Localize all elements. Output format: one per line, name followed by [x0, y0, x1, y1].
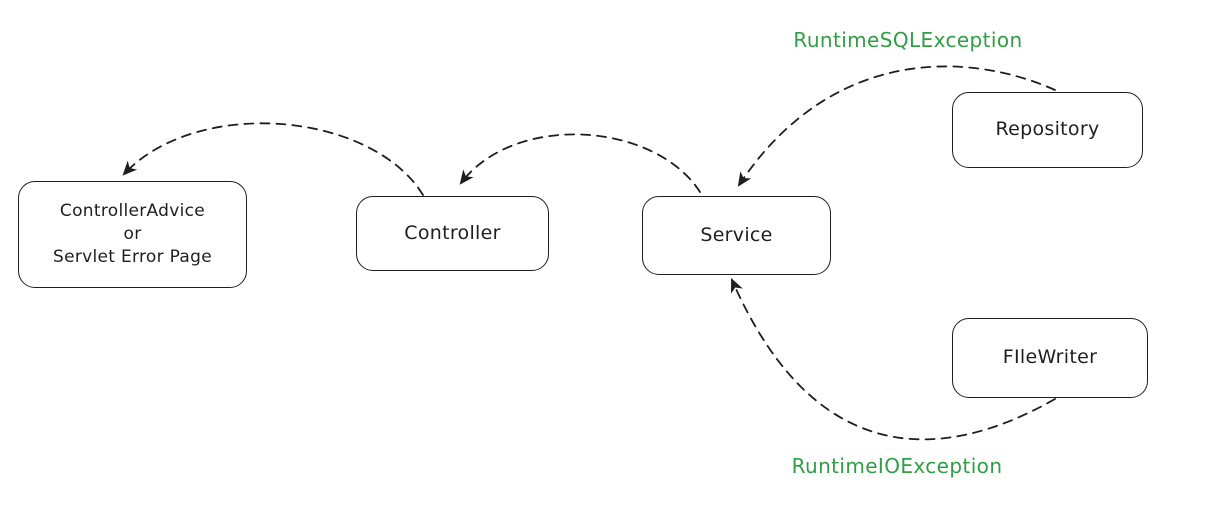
node-label: Repository [995, 118, 1100, 141]
arrow-service-to-controller [459, 133, 701, 193]
node-label: ControllerAdvice [59, 201, 206, 222]
node-label: Servlet Error Page [53, 246, 212, 267]
node-filewriter: FIleWriter [952, 318, 1148, 398]
node-controller-advice: ControllerAdvice or Servlet Error Page [18, 181, 247, 288]
node-label: Controller [404, 221, 501, 244]
node-controller: Controller [356, 196, 549, 271]
node-label: or [123, 224, 142, 245]
node-label: Service [700, 223, 773, 246]
edge-label-runtime-sql-exception: RuntimeSQLException [793, 28, 1023, 52]
node-repository: Repository [952, 92, 1143, 168]
node-label: FIleWriter [1002, 346, 1098, 369]
node-service: Service [642, 196, 831, 275]
edge-label-runtime-io-exception: RuntimeIOException [791, 454, 1003, 478]
